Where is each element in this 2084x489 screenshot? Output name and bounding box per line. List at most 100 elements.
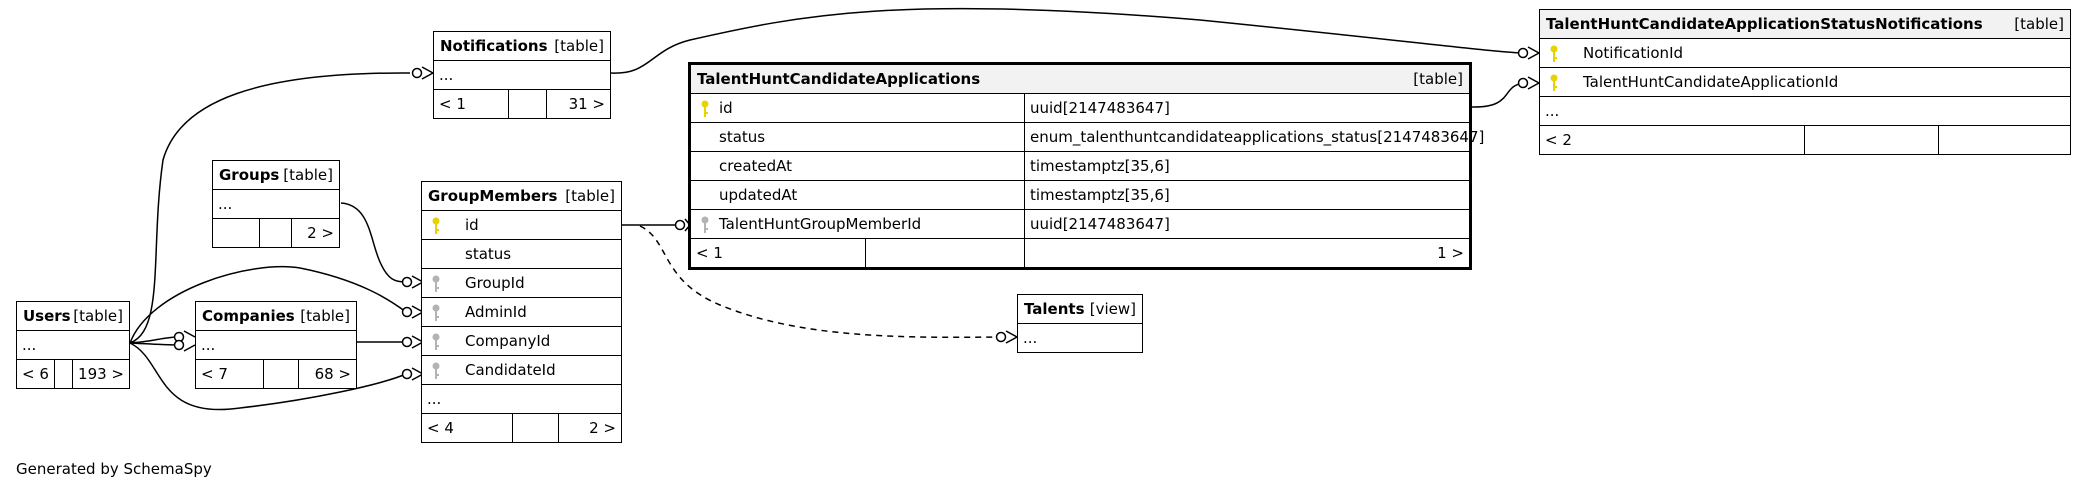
- table-groups[interactable]: Groups [table] ... 2 >: [212, 160, 340, 248]
- foreign-key-icon: [432, 304, 440, 321]
- edge-end-circle: [401, 368, 413, 380]
- generated-by-label: Generated by SchemaSpy: [16, 460, 212, 478]
- table-footer: 2 >: [213, 218, 339, 247]
- children-count: 2 >: [291, 219, 339, 247]
- column-name: createdAt: [719, 157, 793, 175]
- edge-end-circle: [173, 339, 185, 351]
- table-talenthuntcandidateapplicationstatusnotifications[interactable]: TalentHuntCandidateApplicationStatusNoti…: [1539, 9, 2071, 155]
- table-header: Companies [table]: [196, 302, 356, 330]
- primary-key-icon: [701, 100, 709, 117]
- table-kind: [table]: [2014, 15, 2064, 33]
- column-name: CompanyId: [465, 332, 551, 350]
- table-kind: [table]: [73, 307, 123, 325]
- edge-users-companies-2: [129, 342, 179, 346]
- column-type: timestamptz[35,6]: [1024, 181, 1469, 209]
- table-footer: < 7 68 >: [196, 359, 356, 388]
- children-count: [1938, 126, 2070, 154]
- column-name: status: [465, 245, 512, 263]
- columns-ellipsis: ...: [422, 384, 621, 413]
- primary-key-icon: [1550, 45, 1558, 62]
- table-footer: < 4 2 >: [422, 413, 621, 442]
- column-name: AdminId: [465, 303, 527, 321]
- column-type: uuid[2147483647]: [1024, 210, 1469, 238]
- column-row: AdminId: [422, 297, 621, 326]
- footer-empty-cell: [512, 414, 558, 442]
- children-count: 31 >: [546, 90, 610, 118]
- column-name: id: [465, 216, 479, 234]
- table-header: Notifications [table]: [434, 32, 610, 60]
- footer-empty-cell: [53, 360, 72, 388]
- columns-ellipsis: ...: [196, 330, 356, 359]
- foreign-key-icon: [701, 216, 709, 233]
- foreign-key-icon: [432, 362, 440, 379]
- column-name: TalentHuntGroupMemberId: [719, 215, 922, 233]
- table-kind: [table]: [283, 166, 333, 184]
- primary-key-icon: [1550, 74, 1558, 91]
- column-row: id uuid[2147483647]: [691, 93, 1469, 122]
- view-talents[interactable]: Talents [view] ...: [1017, 294, 1143, 353]
- edge-groups-groupid: [340, 202, 407, 283]
- table-header: Users [table]: [17, 302, 129, 330]
- table-name: Talents: [1024, 300, 1085, 318]
- column-type: timestamptz[35,6]: [1024, 152, 1469, 180]
- edge-end-circle: [401, 306, 413, 318]
- table-users[interactable]: Users [table] ... < 6 193 >: [16, 301, 130, 389]
- footer-empty-cell: [1804, 126, 1938, 154]
- primary-key-icon: [432, 217, 440, 234]
- column-row: NotificationId: [1540, 38, 2070, 67]
- edge-end-circle: [401, 336, 413, 348]
- column-row: updatedAt timestamptz[35,6]: [691, 180, 1469, 209]
- columns-ellipsis: ...: [1018, 323, 1142, 352]
- table-kind: [table]: [554, 37, 604, 55]
- table-name: TalentHuntCandidateApplicationStatusNoti…: [1546, 15, 1983, 33]
- table-kind: [table]: [1413, 70, 1463, 88]
- edge-end-circle: [401, 276, 413, 288]
- edge-end-circle: [1517, 77, 1529, 89]
- column-row: CandidateId: [422, 355, 621, 384]
- edge-users-adminid: [129, 266, 407, 344]
- parents-count: < 2: [1545, 131, 1572, 149]
- column-row: TalentHuntGroupMemberId uuid[2147483647]: [691, 209, 1469, 238]
- edge-users-notifications: [129, 72, 411, 344]
- table-name: GroupMembers: [428, 187, 558, 205]
- edge-end-circle: [411, 67, 423, 79]
- edge-end-circle: [995, 331, 1007, 343]
- children-count: 2 >: [558, 414, 621, 442]
- children-count: 193 >: [72, 360, 129, 388]
- table-name: Users: [23, 307, 71, 325]
- table-footer: < 1 1 >: [691, 238, 1469, 267]
- parents-count: < 7: [201, 365, 228, 383]
- table-footer: < 2: [1540, 125, 2070, 154]
- parents-count: < 4: [427, 419, 454, 437]
- columns-ellipsis: ...: [213, 189, 339, 218]
- column-row: id: [422, 210, 621, 239]
- table-header: Groups [table]: [213, 161, 339, 189]
- columns-ellipsis: ...: [17, 330, 129, 359]
- table-footer: < 6 193 >: [17, 359, 129, 388]
- column-type: enum_talenthuntcandidateapplications_sta…: [1024, 123, 1484, 151]
- column-row: CompanyId: [422, 326, 621, 355]
- children-count: 68 >: [298, 360, 356, 388]
- column-name: CandidateId: [465, 361, 556, 379]
- table-kind: [table]: [300, 307, 350, 325]
- table-companies[interactable]: Companies [table] ... < 7 68 >: [195, 301, 357, 389]
- footer-empty-cell: [865, 239, 1024, 267]
- column-row: status enum_talenthuntcandidateapplicati…: [691, 122, 1484, 151]
- children-count: 1 >: [1024, 239, 1469, 267]
- table-groupmembers[interactable]: GroupMembers [table] id status GroupId A…: [421, 181, 622, 443]
- foreign-key-icon: [432, 333, 440, 350]
- edge-applications-statusnotifications: [1471, 82, 1526, 108]
- column-name: TalentHuntCandidateApplicationId: [1583, 73, 1839, 91]
- edge-end-circle: [1517, 47, 1529, 59]
- edge-notifications-statusnotifications: [610, 7, 1526, 74]
- foreign-key-icon: [432, 275, 440, 292]
- column-row: GroupId: [422, 268, 621, 297]
- table-talenthuntcandidateapplications[interactable]: TalentHuntCandidateApplications [table] …: [688, 62, 1484, 270]
- edge-users-candidateid: [129, 342, 407, 411]
- table-header: TalentHuntCandidateApplications [table]: [691, 65, 1469, 93]
- footer-empty-cell: [508, 90, 546, 118]
- column-row: createdAt timestamptz[35,6]: [691, 151, 1469, 180]
- table-notifications[interactable]: Notifications [table] ... < 1 31 >: [433, 31, 611, 119]
- table-name: Notifications: [440, 37, 548, 55]
